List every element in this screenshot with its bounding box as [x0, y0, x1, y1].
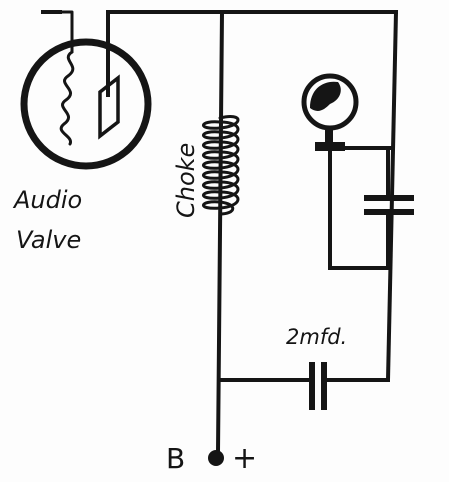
- label-choke: Choke: [172, 143, 200, 218]
- capacitor-2mfd-icon: [309, 362, 327, 410]
- earpiece-diaphragm: [310, 81, 341, 111]
- valve-envelope: [20, 38, 152, 170]
- grid-lead-tail: [58, 10, 74, 54]
- capacitor-icon: [364, 146, 414, 270]
- triode-valve-icon: [20, 38, 152, 170]
- valve-grid: [59, 50, 75, 146]
- earpiece-base: [315, 142, 345, 151]
- label-audio: Audio: [12, 186, 82, 214]
- label-terminal-b: B: [166, 442, 185, 475]
- earpiece-stem: [325, 126, 333, 142]
- main-wiring: [41, 9, 399, 455]
- label-valve: Valve: [16, 226, 81, 254]
- valve-plate: [98, 74, 120, 140]
- terminal-dot-icon: [208, 450, 224, 466]
- label-capacitor-2mfd: 2mfd.: [286, 325, 347, 349]
- b-plus-terminal-dot: [208, 450, 224, 466]
- label-terminal-plus: +: [232, 441, 257, 476]
- headphone-earpiece-icon: [301, 73, 359, 151]
- phones-lower-loop-wire: [328, 148, 390, 270]
- top-bus-wire: [106, 10, 398, 97]
- inductor-coil-icon: [202, 115, 240, 216]
- center-vertical-wire: [215, 9, 225, 455]
- choke-coil-windings: [202, 115, 240, 216]
